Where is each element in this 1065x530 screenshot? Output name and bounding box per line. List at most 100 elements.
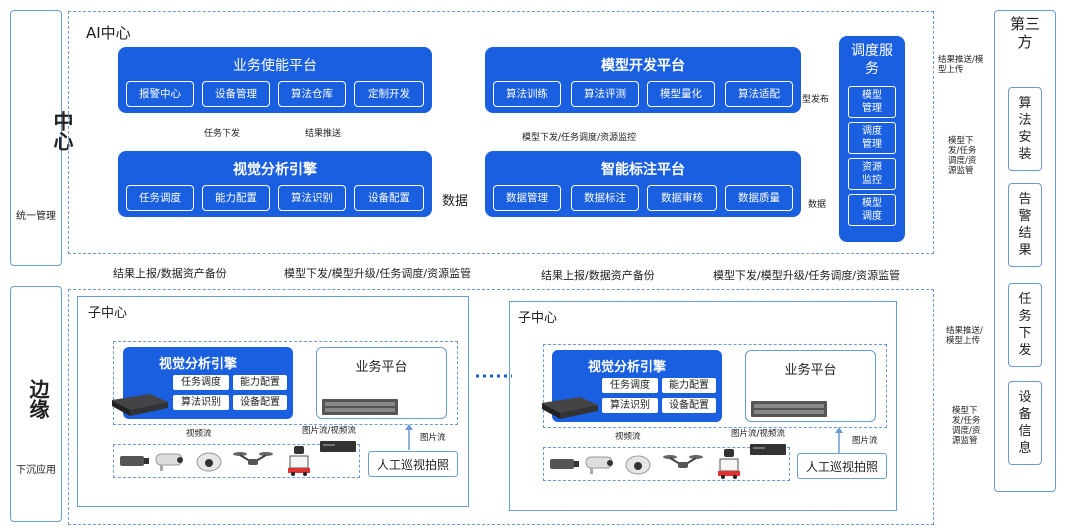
sub1-item-device-cfg[interactable]: 设备配置 xyxy=(233,395,287,410)
label-item-data-quality[interactable]: 数据质量 xyxy=(725,185,793,211)
right-note-3: 结果推送/模型上传 xyxy=(946,326,983,346)
box-camera-icon xyxy=(120,456,149,466)
sub1-item-task-sched[interactable]: 任务调度 xyxy=(173,375,229,390)
label-item-data-label[interactable]: 数据标注 xyxy=(571,185,639,211)
sub2-item-capability[interactable]: 能力配置 xyxy=(662,378,716,393)
edge-label: 边缘 xyxy=(26,379,50,419)
rack-server-icon-2 xyxy=(751,401,827,417)
third-item-algo-install[interactable]: 算法安装 xyxy=(1008,87,1042,171)
ai-center-container xyxy=(68,11,934,254)
model-dev-platform-title: 模型开发平台 xyxy=(601,58,685,74)
text-data: 数据 xyxy=(442,194,469,209)
vision-engine-center: 视觉分析引擎 任务调度 能力配置 算法识别 设备配置 xyxy=(118,151,432,217)
sub1-video-flow: 视频流 xyxy=(186,429,212,439)
text-task-down: 任务下发 xyxy=(204,129,241,139)
arrow-up-icon xyxy=(405,424,413,450)
edge-container xyxy=(68,289,934,525)
center-label: 中心 xyxy=(50,111,74,151)
sub1-device-row xyxy=(113,444,360,478)
arrow-up-icon-2 xyxy=(835,427,843,453)
vision-item-capability[interactable]: 能力配置 xyxy=(202,185,270,211)
sub-center-1-title: 子中心 xyxy=(88,306,128,321)
sub1-manual-label: 人工巡视拍照 xyxy=(376,458,449,472)
label-item-data-mgmt[interactable]: 数据管理 xyxy=(493,185,561,211)
sub1-image-flow: 图片流 xyxy=(420,433,446,443)
biz-item-custom-dev[interactable]: 定制开发 xyxy=(354,81,424,107)
center-sub-label: 统一管理 xyxy=(16,211,56,222)
sub2-device-row xyxy=(543,447,790,481)
model-item-evaluation[interactable]: 算法评测 xyxy=(571,81,639,107)
third-item-algo-install-label: 算法安装 xyxy=(1018,96,1032,162)
sub-center-2 xyxy=(509,301,897,511)
mid-text-3: 结果上报/数据资产备份 xyxy=(541,269,655,282)
vision-item-device-cfg[interactable]: 设备配置 xyxy=(354,185,424,211)
edge-server-icon xyxy=(112,394,168,416)
sub1-vision-engine: 视觉分析引擎 任务调度 能力配置 算法识别 设备配置 xyxy=(123,347,293,419)
robot-icon xyxy=(288,446,310,476)
sub2-biz-platform-title: 业务平台 xyxy=(784,363,837,378)
sub1-manual-box: 人工巡视拍照 xyxy=(368,451,458,477)
third-item-alarm-result[interactable]: 告警结果 xyxy=(1008,183,1042,267)
sub1-item-capability[interactable]: 能力配置 xyxy=(233,375,287,390)
vision-item-task-sched[interactable]: 任务调度 xyxy=(126,185,194,211)
sub1-vision-engine-title: 视觉分析引擎 xyxy=(159,357,238,372)
sub2-item-task-sched[interactable]: 任务调度 xyxy=(602,378,658,393)
robot-icon-2 xyxy=(718,449,740,479)
model-item-quantization[interactable]: 模型量化 xyxy=(647,81,715,107)
biz-enable-platform: 业务使能平台 报警中心 设备管理 算法仓库 定制开发 xyxy=(118,47,432,113)
model-dev-platform: 模型开发平台 算法训练 算法评测 模型量化 算法适配 xyxy=(485,47,801,113)
smart-label-platform-title: 智能标注平台 xyxy=(601,162,685,178)
mid-text-1: 结果上报/数据资产备份 xyxy=(113,267,227,280)
sub-center-1-inner xyxy=(113,341,458,425)
bullet-camera-icon-2 xyxy=(585,456,613,474)
sub1-image-video-flow: 图片流/视频流 xyxy=(302,426,356,436)
label-item-data-review[interactable]: 数据审核 xyxy=(647,185,717,211)
text-model-ops: 模型下发/任务调度/资源监控 xyxy=(522,133,637,143)
sub2-item-device-cfg[interactable]: 设备配置 xyxy=(662,398,716,413)
sub2-vision-engine-title: 视觉分析引擎 xyxy=(588,360,667,375)
text-data-2: 数据 xyxy=(808,200,827,210)
biz-enable-platform-title: 业务使能平台 xyxy=(233,58,317,74)
mid-text-2: 模型下发/模型升级/任务调度/资源监管 xyxy=(284,267,472,280)
vision-engine-center-title: 视觉分析引擎 xyxy=(233,162,317,178)
sub1-biz-platform: 业务平台 xyxy=(316,347,447,419)
sub2-manual-label: 人工巡视拍照 xyxy=(805,460,878,474)
edge-sub-label: 下沉应用 xyxy=(16,465,56,476)
biz-item-alarm-center[interactable]: 报警中心 xyxy=(126,81,194,107)
sched-item-model-sched[interactable]: 模型调度 xyxy=(848,194,896,226)
sub2-image-flow: 图片流 xyxy=(852,436,878,446)
sub2-video-flow: 视频流 xyxy=(615,432,641,442)
dome-camera-icon xyxy=(196,452,222,472)
nvr-icon-2 xyxy=(750,444,786,455)
third-item-task-down[interactable]: 任务下发 xyxy=(1008,283,1042,367)
box-camera-icon-2 xyxy=(550,459,579,469)
sched-item-model-mgmt[interactable]: 模型管理 xyxy=(848,86,896,118)
biz-item-device-mgmt[interactable]: 设备管理 xyxy=(202,81,270,107)
third-party-title: 第三方 xyxy=(1009,15,1040,51)
sub2-item-algo-recog[interactable]: 算法识别 xyxy=(602,398,658,413)
third-party-panel: 第三方 算法安装 告警结果 任务下发 设备信息 xyxy=(994,10,1056,492)
sub1-biz-platform-title: 业务平台 xyxy=(355,360,408,375)
text-model-publish: 型发布 xyxy=(802,95,830,105)
center-side-panel: 中心 统一管理 xyxy=(10,10,74,266)
sched-item-sched-mgmt[interactable]: 调度管理 xyxy=(848,122,896,154)
sched-item-resource-mon[interactable]: 资源监控 xyxy=(848,158,896,190)
sub-center-2-title: 子中心 xyxy=(518,311,558,326)
third-item-device-info[interactable]: 设备信息 xyxy=(1008,381,1042,465)
right-note-4: 模型下发/任务调度/资源监管 xyxy=(952,406,981,446)
text-result-push: 结果推送 xyxy=(305,129,342,139)
right-note-1: 结果推送/模型上传 xyxy=(938,55,984,75)
third-item-alarm-result-label: 告警结果 xyxy=(1018,192,1032,258)
model-item-adaptation[interactable]: 算法适配 xyxy=(725,81,793,107)
nvr-icon xyxy=(320,441,356,452)
third-item-device-info-label: 设备信息 xyxy=(1018,390,1032,456)
biz-item-algo-repo[interactable]: 算法仓库 xyxy=(278,81,346,107)
edge-server-icon-2 xyxy=(542,397,598,419)
sub-center-1 xyxy=(77,296,469,507)
mid-text-4: 模型下发/模型升级/任务调度/资源监管 xyxy=(713,269,901,282)
vision-item-algo-recog[interactable]: 算法识别 xyxy=(278,185,346,211)
ai-center-title: AI中心 xyxy=(86,24,131,42)
model-item-training[interactable]: 算法训练 xyxy=(493,81,561,107)
dome-camera-icon-2 xyxy=(625,455,651,475)
sub1-item-algo-recog[interactable]: 算法识别 xyxy=(173,395,229,410)
